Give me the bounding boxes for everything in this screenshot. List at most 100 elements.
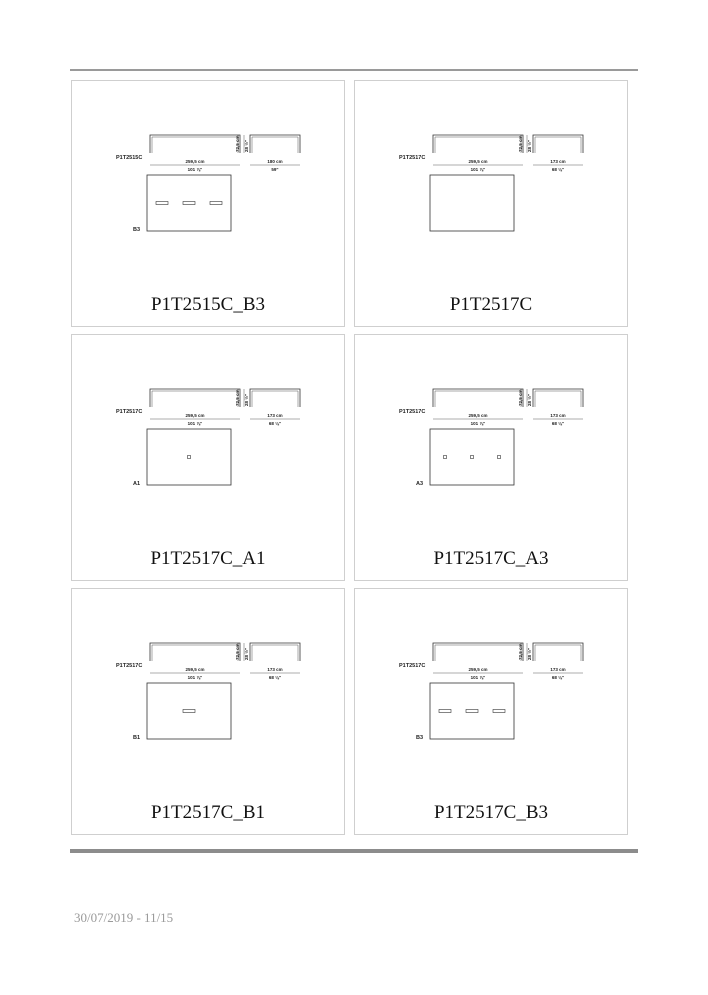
width-in-label: 101 ⅞" [188, 167, 203, 172]
plan-insert-mark [443, 455, 447, 459]
table-side-elevation [249, 642, 301, 661]
table-front-elevation [432, 134, 524, 153]
height-cm-label: 72,5 cm [518, 389, 523, 406]
table-front-inner [434, 644, 522, 661]
plan-insert-mark [492, 709, 506, 713]
plan-insert-mark [182, 201, 196, 205]
product-caption: P1T2515C_B3 [150, 294, 266, 315]
table-side-inner [251, 136, 299, 153]
product-caption: P1T2517C_B1 [150, 802, 266, 823]
width-cm-label: 259,5 cm [185, 667, 204, 672]
table-side-inner [534, 644, 582, 661]
table-side-inner [251, 644, 299, 661]
variant-code-label: B3 [133, 227, 140, 233]
height-cm-label: 72,5 cm [235, 389, 240, 406]
table-side-elevation [249, 134, 301, 153]
depth-in-label: 59" [271, 167, 278, 172]
height-cm-label: 72,5 cm [235, 135, 240, 152]
table-side-inner [251, 390, 299, 407]
depth-cm-label: 173 cm [550, 159, 565, 164]
variant-code-label: A3 [416, 481, 423, 487]
table-side-inner [534, 136, 582, 153]
depth-cm-label: 173 cm [550, 413, 565, 418]
width-in-label: 101 ⅞" [471, 167, 486, 172]
table-plan-view [429, 682, 515, 740]
height-in-label: 28 ½" [526, 140, 532, 152]
plan-insert-mark [182, 709, 196, 713]
product-code-label: P1T2517C [399, 155, 425, 161]
product-code-label: P1T2517C [116, 663, 142, 669]
depth-in-label: 68 ⅛" [269, 421, 281, 426]
header-rule [70, 69, 638, 71]
table-plan-view [146, 174, 232, 232]
plan-insert-mark [187, 455, 191, 459]
table-front-inner [151, 390, 239, 407]
height-in-label: 28 ½" [243, 140, 249, 152]
width-in-label: 101 ⅞" [471, 675, 486, 680]
depth-cm-label: 173 cm [267, 667, 282, 672]
depth-in-label: 68 ⅛" [552, 675, 564, 680]
table-front-elevation [432, 388, 524, 407]
height-cm-label: 72,5 cm [518, 135, 523, 152]
table-side-elevation [532, 134, 584, 153]
plan-insert-mark [155, 201, 169, 205]
height-cm-label: 72,5 cm [235, 643, 240, 660]
variant-code-label: B3 [416, 735, 423, 741]
footer-rule [70, 849, 638, 853]
table-front-inner [151, 644, 239, 661]
table-side-inner [534, 390, 582, 407]
product-caption: P1T2517C_B3 [433, 802, 549, 823]
height-in-label: 28 ½" [526, 394, 532, 406]
width-in-label: 101 ⅞" [188, 421, 203, 426]
height-in-label: 28 ½" [243, 394, 249, 406]
depth-in-label: 68 ⅛" [552, 167, 564, 172]
table-plan-view [429, 174, 515, 232]
table-front-inner [434, 390, 522, 407]
table-front-inner [151, 136, 239, 153]
product-caption: P1T2517C_A1 [150, 548, 266, 569]
depth-cm-label: 173 cm [550, 667, 565, 672]
product-code-label: P1T2517C [116, 409, 142, 415]
width-cm-label: 259,5 cm [468, 413, 487, 418]
variant-code-label: B1 [133, 735, 140, 741]
width-cm-label: 259,5 cm [185, 159, 204, 164]
depth-cm-label: 173 cm [267, 413, 282, 418]
table-front-elevation [149, 642, 241, 661]
plan-insert-mark [438, 709, 452, 713]
height-cm-label: 72,5 cm [518, 643, 523, 660]
width-in-label: 101 ⅞" [188, 675, 203, 680]
variant-code-label: A1 [133, 481, 140, 487]
table-front-inner [434, 136, 522, 153]
table-front-elevation [149, 388, 241, 407]
depth-in-label: 68 ⅛" [552, 421, 564, 426]
plan-insert-mark [497, 455, 501, 459]
plan-insert-mark [465, 709, 479, 713]
table-plan-view [429, 428, 515, 486]
table-front-elevation [149, 134, 241, 153]
height-in-label: 28 ½" [526, 648, 532, 660]
height-in-label: 28 ½" [243, 648, 249, 660]
width-cm-label: 259,5 cm [185, 413, 204, 418]
table-front-elevation [432, 642, 524, 661]
width-cm-label: 259,5 cm [468, 159, 487, 164]
depth-in-label: 68 ⅛" [269, 675, 281, 680]
table-side-elevation [532, 388, 584, 407]
page-footer-date: 30/07/2019 - 11/15 [74, 910, 174, 925]
plan-insert-mark [470, 455, 474, 459]
product-caption: P1T2517C [449, 294, 533, 315]
plan-insert-mark [209, 201, 223, 205]
product-code-label: P1T2515C [116, 155, 142, 161]
